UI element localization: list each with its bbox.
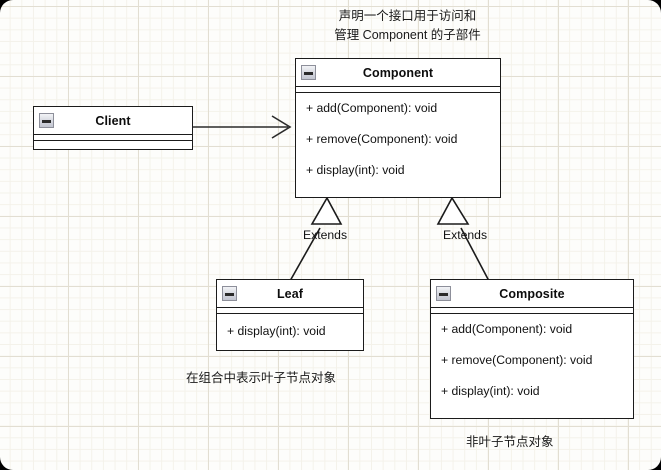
edge-label-extends-composite: Extends: [443, 228, 488, 242]
class-operations-leaf: + display(int): void: [217, 314, 363, 348]
operation-item: + remove(Component): void: [306, 132, 458, 146]
class-attributes-leaf: [217, 308, 363, 314]
operation-item: + display(int): void: [441, 384, 540, 398]
class-box-component[interactable]: Component + add(Component): void + remov…: [295, 58, 501, 198]
collapse-minus-icon[interactable]: [301, 65, 316, 80]
class-box-leaf[interactable]: Leaf + display(int): void: [216, 279, 364, 351]
operation-item: + remove(Component): void: [441, 353, 593, 367]
collapse-minus-icon[interactable]: [222, 286, 237, 301]
class-operations-client: [34, 141, 192, 147]
class-name-component: Component: [362, 66, 434, 80]
operation-item: + add(Component): void: [441, 322, 573, 336]
class-attributes-component: [296, 87, 500, 93]
note-composite-description: 非叶子节点对象: [466, 435, 554, 449]
note-leaf-description: 在组合中表示叶子节点对象: [186, 371, 337, 385]
class-title-component: Component: [296, 59, 500, 87]
class-attributes-client: [34, 135, 192, 141]
note-component-description: 声明一个接口用于访问和 管理 Component 的子部件: [334, 9, 481, 42]
class-name-composite: Composite: [499, 287, 565, 301]
class-name-client: Client: [95, 114, 131, 128]
association-client-component: [192, 115, 292, 139]
collapse-minus-icon[interactable]: [436, 286, 451, 301]
operation-item: + display(int): void: [227, 324, 326, 338]
class-name-leaf: Leaf: [276, 287, 304, 301]
operation-item: + display(int): void: [306, 163, 405, 177]
class-operations-composite: + add(Component): void + remove(Componen…: [431, 314, 633, 407]
edge-label-extends-leaf: Extends: [303, 228, 348, 242]
class-title-client: Client: [34, 107, 192, 135]
operation-item: + add(Component): void: [306, 101, 438, 115]
collapse-minus-icon[interactable]: [39, 113, 54, 128]
class-box-client[interactable]: Client: [33, 106, 193, 150]
class-operations-component: + add(Component): void + remove(Componen…: [296, 93, 500, 186]
class-title-composite: Composite: [431, 280, 633, 308]
class-title-leaf: Leaf: [217, 280, 363, 308]
class-attributes-composite: [431, 308, 633, 314]
class-box-composite[interactable]: Composite + add(Component): void + remov…: [430, 279, 634, 419]
